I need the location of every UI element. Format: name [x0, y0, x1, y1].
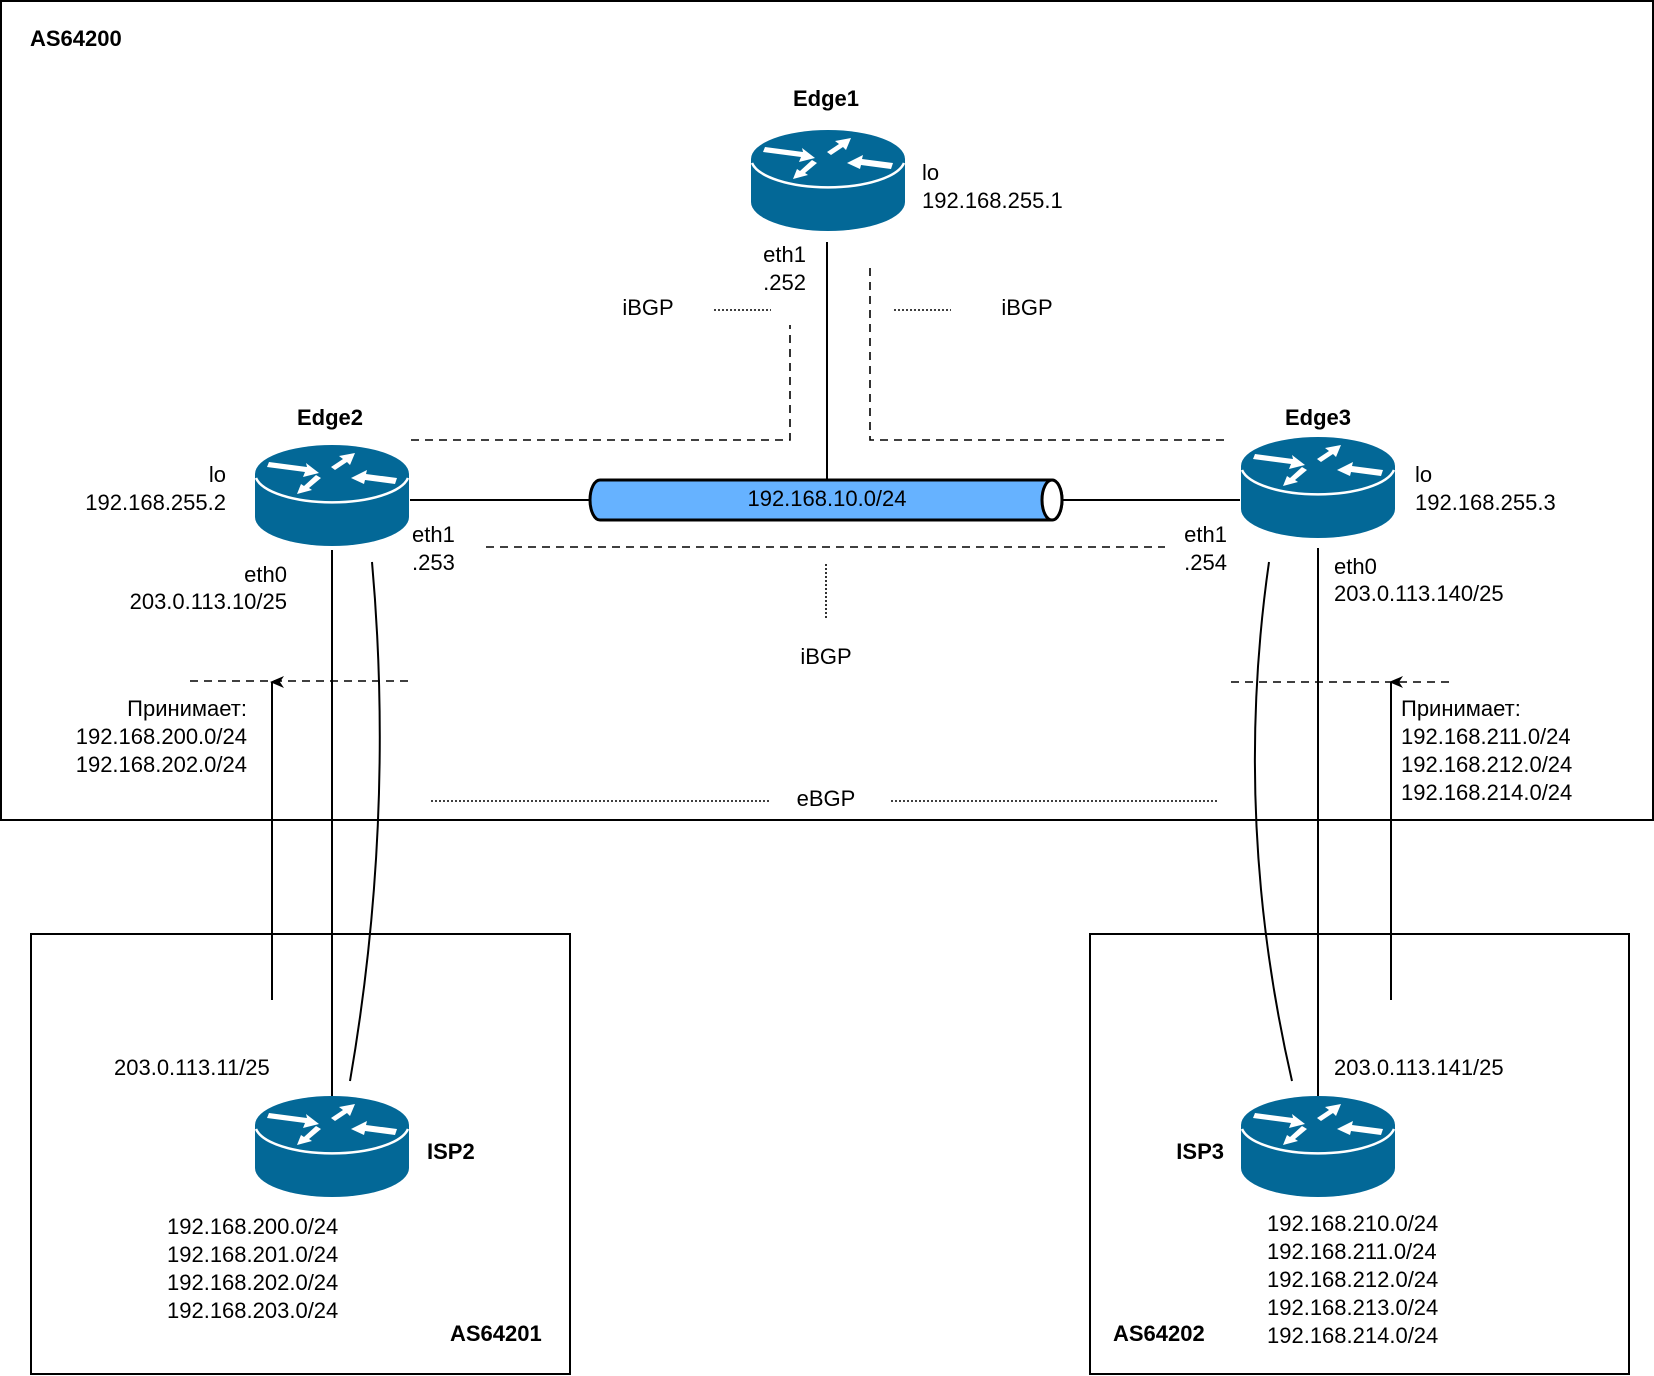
accept-prefix: 192.168.202.0/24 [76, 752, 247, 777]
edge3-eth0-label: eth0 [1334, 554, 1377, 579]
as64200-label: AS64200 [30, 26, 122, 51]
ibgp-path-edge1-edge3 [869, 268, 1228, 441]
router-isp2[interactable] [253, 1094, 411, 1199]
router-icon [253, 1094, 411, 1199]
network-prefix: 192.168.201.0/24 [167, 1242, 338, 1267]
router-icon [1239, 435, 1397, 540]
edge3-name: Edge3 [1285, 405, 1351, 430]
isp2-network-list: 192.168.200.0/24 192.168.201.0/24 192.16… [167, 1214, 338, 1323]
ibgp-label-right: iBGP [1001, 295, 1052, 320]
router-edge3[interactable] [1239, 435, 1397, 540]
as64202-label: AS64202 [1113, 1321, 1205, 1346]
edge1-lo-label: lo [922, 160, 939, 185]
accept-title: Принимает: [127, 696, 247, 721]
edge3-eth1-label: eth1 [1184, 522, 1227, 547]
edge2-accept-list: Принимает: 192.168.200.0/24 192.168.202.… [76, 696, 247, 777]
router-isp3[interactable] [1239, 1094, 1397, 1199]
network-prefix: 192.168.214.0/24 [1267, 1323, 1438, 1348]
network-prefix: 192.168.212.0/24 [1267, 1267, 1438, 1292]
network-prefix: 192.168.202.0/24 [167, 1270, 338, 1295]
accept-prefix: 192.168.200.0/24 [76, 724, 247, 749]
network-prefix: 192.168.210.0/24 [1267, 1211, 1438, 1236]
edge2-name: Edge2 [297, 405, 363, 430]
network-prefix: 192.168.200.0/24 [167, 1214, 338, 1239]
accept-prefix: 192.168.211.0/24 [1401, 724, 1571, 749]
edge2-lo-label: lo [209, 462, 226, 487]
router-edge2[interactable] [253, 443, 411, 548]
segment-label: 192.168.10.0/24 [747, 486, 906, 511]
ibgp-path-edge1-edge2 [411, 325, 791, 441]
isp3-name: ISP3 [1176, 1139, 1224, 1164]
ebgp-label: eBGP [797, 786, 856, 811]
network-prefix: 192.168.211.0/24 [1267, 1239, 1437, 1264]
router-edge1[interactable] [749, 128, 907, 233]
edge1-lo-ip: 192.168.255.1 [922, 188, 1063, 213]
ibgp-label-left: iBGP [622, 295, 673, 320]
isp3-network-list: 192.168.210.0/24 192.168.211.0/24 192.16… [1267, 1211, 1438, 1348]
edge1-name: Edge1 [793, 86, 859, 111]
accept-prefix: 192.168.212.0/24 [1401, 752, 1572, 777]
ebgp-session-edge2-isp2 [349, 561, 381, 1082]
isp2-name: ISP2 [427, 1139, 475, 1164]
ebgp-session-edge3-isp3 [1253, 561, 1293, 1082]
ibgp-label-bottom: iBGP [800, 644, 851, 669]
as64201-boundary [30, 933, 571, 1375]
as64200-boundary [0, 0, 1654, 821]
isp2-link-ip: 203.0.113.11/25 [114, 1055, 270, 1080]
edge3-eth0-ip: 203.0.113.140/25 [1334, 581, 1504, 606]
network-prefix: 192.168.203.0/24 [167, 1298, 338, 1323]
edge3-lo-ip: 192.168.255.3 [1415, 490, 1556, 515]
edge2-lo-ip: 192.168.255.2 [85, 490, 226, 515]
edge3-lo-label: lo [1415, 462, 1432, 487]
router-icon [253, 443, 411, 548]
segment-192-168-10-0[interactable] [588, 478, 1064, 522]
accept-title: Принимает: [1401, 696, 1521, 721]
router-icon [1239, 1094, 1397, 1199]
edge2-eth1-label: eth1 [412, 522, 455, 547]
as64202-boundary [1089, 933, 1630, 1375]
edge2-eth0-label: eth0 [244, 562, 287, 587]
isp3-link-ip: 203.0.113.141/25 [1334, 1055, 1504, 1080]
edge1-eth1-ip: .252 [763, 270, 806, 295]
router-icon [749, 128, 907, 233]
as64201-label: AS64201 [450, 1321, 542, 1346]
edge1-eth1-label: eth1 [763, 242, 806, 267]
edge3-eth1-ip: .254 [1184, 550, 1227, 575]
accept-prefix: 192.168.214.0/24 [1401, 780, 1572, 805]
edge2-eth0-ip: 203.0.113.10/25 [130, 589, 287, 614]
edge2-eth1-ip: .253 [412, 550, 455, 575]
network-prefix: 192.168.213.0/24 [1267, 1295, 1438, 1320]
edge3-accept-list: Принимает: 192.168.211.0/24 192.168.212.… [1401, 696, 1572, 805]
